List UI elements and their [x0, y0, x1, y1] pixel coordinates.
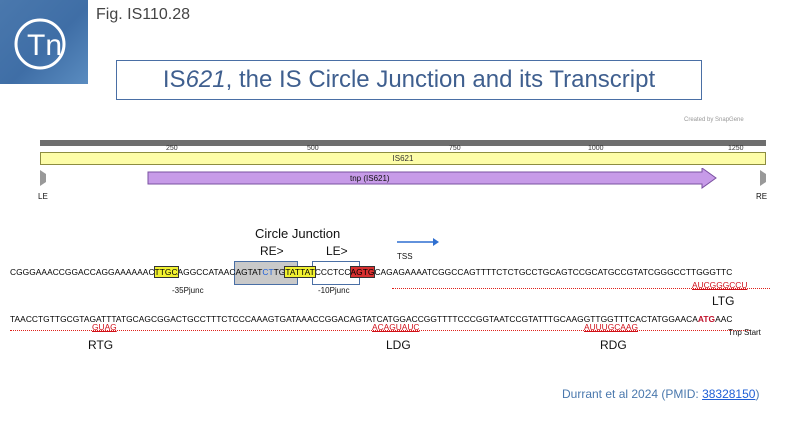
ruler-tick: 250	[166, 145, 178, 152]
seq1-part: CGGGAAACCGGACCAGGAAAAAAC	[10, 267, 155, 277]
rtg-label: RTG	[88, 338, 114, 352]
title-italic: 621	[185, 66, 226, 93]
le-arrow-icon	[40, 170, 46, 186]
citation-end: )	[755, 387, 760, 401]
ruler-tick: 1250	[728, 145, 744, 152]
map-features	[40, 168, 766, 189]
citation-text: Durrant et al 2024 (PMID:	[562, 387, 703, 401]
seq1-part: AGGCC	[177, 267, 209, 277]
ltg-sequence: AUCGGGCCU	[692, 280, 748, 290]
tnp-label: tnp (IS621)	[350, 174, 390, 183]
re-junction-box	[234, 261, 298, 285]
seq1-part: CCCTCC	[314, 267, 351, 277]
minus10-label: -10Pjunc	[318, 286, 350, 295]
le-end-label: LE>	[326, 244, 348, 258]
ldg-label: LDG	[386, 338, 411, 352]
tnp-start-label: Tnp Start	[728, 328, 761, 337]
seq1-junction-ct: CT	[262, 267, 274, 277]
tss-label: TSS	[397, 252, 413, 261]
re-label: RE	[756, 192, 768, 201]
title-suffix: , the IS Circle Junction and its Transcr…	[225, 66, 656, 93]
sequence-line-1: CGGGAAACCGGACCAGGAAAAAACTTGCAGGCCATAACAG…	[10, 266, 733, 278]
pmid-link[interactable]: 38328150	[702, 387, 756, 401]
tn-logo-mark: Tn	[14, 18, 66, 70]
seq1-part: TG	[273, 267, 286, 277]
re-arrow-icon	[760, 170, 766, 186]
logo-text: Tn	[27, 29, 62, 62]
snapgene-note: Created by SnapGene	[684, 117, 744, 123]
rdg-sequence: AUUUGCAAG	[584, 322, 638, 332]
re-end-label: RE>	[260, 244, 284, 258]
minus35-box: TTGC	[153, 266, 179, 278]
citation: Durrant et al 2024 (PMID: 38328150)	[562, 387, 759, 401]
seq1-part: CAGAGAAAATCGGCCAGTTTTCTCTGCCTGCAGTCCGCAT…	[374, 267, 733, 277]
minus35-label: -35Pjunc	[172, 286, 204, 295]
figure-label: Fig. IS110.28	[96, 6, 190, 23]
minus10-box: TATTAT	[284, 266, 316, 278]
title-prefix: IS	[162, 66, 186, 93]
transcript-line-2	[10, 330, 750, 331]
transcript-line-1	[392, 288, 770, 289]
ldg-sequence: ACAGUAUC	[372, 322, 420, 332]
tn-logo: Tn	[0, 0, 88, 84]
transcription-arrow-icon	[397, 238, 439, 246]
rtg-sequence: GUAG	[92, 322, 117, 332]
is621-feature-bar: IS621	[40, 152, 766, 165]
ruler-tick: 1000	[588, 145, 604, 152]
tnp-arrow	[147, 168, 717, 189]
tnp-start-codon: ATG	[697, 314, 716, 324]
ruler-tick: 500	[307, 145, 319, 152]
seq1-re-end: ATAACAGTAT	[208, 267, 263, 277]
sequence-ruler	[40, 140, 766, 146]
le-label: LE	[38, 192, 48, 201]
rdg-label: RDG	[600, 338, 627, 352]
seq2-part: AAC	[715, 314, 733, 324]
ruler-tick: 750	[449, 145, 461, 152]
ltg-label: LTG	[712, 294, 735, 308]
circle-junction-label: Circle Junction	[255, 226, 341, 241]
seq2-part: TAACCTGTTGCGTAGATTTATGCAGCGGACTGCCTTTCTC…	[10, 314, 698, 324]
sequence-line-2: TAACCTGTTGCGTAGATTTATGCAGCGGACTGCCTTTCTC…	[10, 314, 733, 324]
tss-box: AGTG	[349, 266, 376, 278]
